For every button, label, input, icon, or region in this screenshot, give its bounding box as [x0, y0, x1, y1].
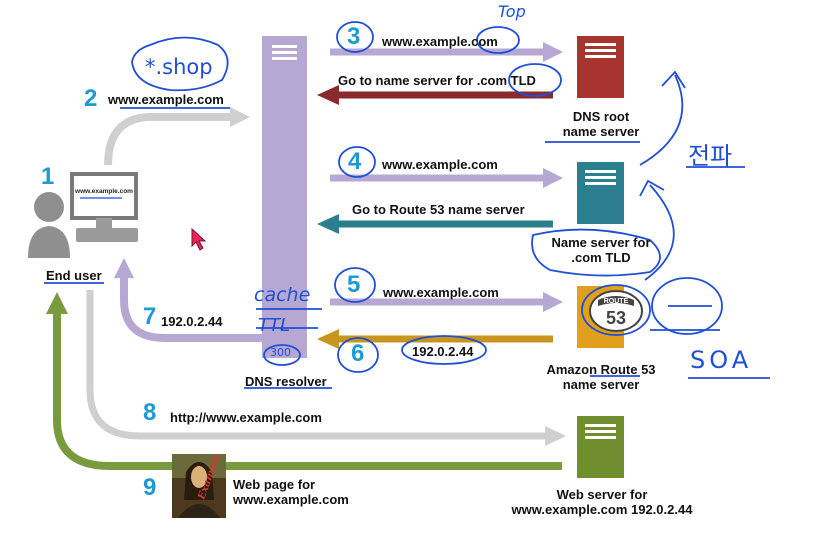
step-number-6: 6 [351, 340, 365, 367]
route53-badge-top: ROUTE [604, 298, 629, 305]
ink-cache-text: cache [254, 284, 311, 306]
ink-shop-text: *.shop [145, 55, 213, 79]
ink-top-text: Top [498, 2, 526, 21]
step-number-2: 2 [84, 85, 98, 112]
ink-arrow-up-2 [644, 184, 675, 281]
ink-circle-5 [334, 267, 376, 303]
ink-circle-3 [336, 21, 374, 53]
message-step-7: 192.0.2.44 [161, 314, 223, 329]
arrow-step-4-reply [317, 214, 553, 234]
step-number-7: 7 [143, 303, 157, 330]
message-step-4-reply: Go to Route 53 name server [352, 202, 525, 217]
step-number-5: 5 [347, 271, 361, 298]
dns-resolver-label: DNS resolver [245, 374, 327, 389]
mouse-cursor-icon [191, 227, 207, 251]
step-number-1: 1 [41, 163, 55, 190]
ink-circle-com-tld [508, 63, 562, 97]
ink-300-text: 300 [270, 346, 291, 359]
ink-circle-4 [338, 146, 376, 178]
arrow-step-9 [46, 292, 562, 470]
ink-circle-tld-server [531, 228, 661, 277]
arrow-step-8 [86, 290, 566, 446]
arrow-step-5 [330, 292, 563, 312]
ink-circle-300 [263, 344, 301, 366]
message-step-4: www.example.com [382, 157, 498, 172]
dns-root-server [577, 36, 624, 98]
web-server-label: Web server for www.example.com 192.0.2.4… [511, 487, 693, 517]
tld-server-label: Name server for .com TLD [551, 235, 651, 265]
message-step-2: www.example.com [108, 92, 224, 107]
end-user-icon: www.example.com [28, 172, 138, 258]
arrow-step-6 [317, 329, 553, 349]
ink-ttl-text: TTL [258, 315, 291, 336]
ink-circle-ip [401, 335, 487, 365]
message-step-6: 192.0.2.44 [412, 344, 474, 359]
ink-circle-com-3 [476, 26, 520, 54]
step-number-4: 4 [348, 148, 362, 175]
route53-name-server: ROUTE 53 [577, 286, 643, 348]
monitor-url-text: www.example.com [74, 188, 133, 195]
message-step-8: http://www.example.com [170, 410, 322, 425]
ink-circle-soa-zone [651, 277, 723, 335]
tld-name-server [577, 162, 624, 224]
ink-circle-route53 [581, 284, 651, 336]
ink-korean-text: 전파 [688, 142, 733, 170]
web-page-label: Web page for www.example.com [233, 477, 349, 507]
arrow-step-4 [330, 168, 563, 188]
step-number-3: 3 [347, 23, 361, 50]
message-step-3-reply: Go to name server for .com TLD [338, 73, 536, 88]
arrow-step-2 [104, 107, 250, 166]
arrow-step-3-reply [317, 85, 553, 105]
dns-root-label: DNS root name server [562, 109, 640, 139]
ink-soa-text: SOA [690, 346, 753, 374]
message-step-3: www.example.com [382, 34, 498, 49]
web-page-thumbnail: Example [172, 452, 226, 518]
ink-circle-shop [131, 36, 229, 92]
route53-badge-number: 53 [606, 308, 626, 328]
ink-circle-6 [337, 337, 379, 373]
route53-label: Amazon Route 53 name server [546, 362, 656, 392]
ink-annotations [44, 21, 770, 389]
step-number-9: 9 [143, 474, 157, 501]
end-user-label: End user [46, 268, 102, 283]
arrow-step-7 [114, 258, 262, 342]
message-step-5: www.example.com [383, 285, 499, 300]
dns-resolver-server [262, 36, 307, 358]
web-server [577, 416, 624, 478]
step-number-8: 8 [143, 399, 157, 426]
ink-arrow-up-1 [639, 74, 684, 166]
